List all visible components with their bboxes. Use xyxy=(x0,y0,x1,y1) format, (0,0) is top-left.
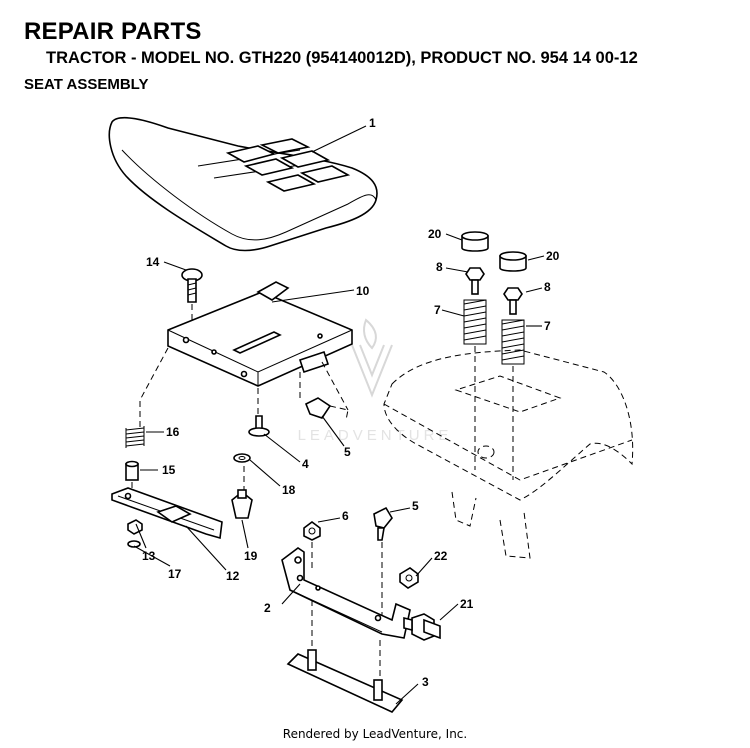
stud-plate xyxy=(286,649,404,713)
bolt-4 xyxy=(248,415,270,437)
callout-4: 4 xyxy=(302,457,309,471)
seat-spring-left xyxy=(463,299,487,345)
callout-22: 22 xyxy=(434,549,448,563)
fender-outline xyxy=(383,349,634,559)
seat-cushion xyxy=(108,116,378,252)
seat-pads xyxy=(225,138,351,192)
callout-21: 21 xyxy=(460,597,474,611)
callout-1: 1 xyxy=(369,116,376,130)
seat-mounting-plate xyxy=(167,281,353,411)
hex-nut-6 xyxy=(303,521,321,541)
hex-nut-22 xyxy=(399,567,419,589)
spacer-bushing xyxy=(125,460,139,481)
small-spring xyxy=(125,426,145,448)
callout-19: 19 xyxy=(244,549,258,563)
rubber-bushing-right xyxy=(499,251,527,272)
callout-15: 15 xyxy=(162,463,176,477)
callout-6: 6 xyxy=(342,509,349,523)
callout-7-right: 7 xyxy=(544,319,551,333)
callout-16: 16 xyxy=(166,425,180,439)
section-title: SEAT ASSEMBLY xyxy=(24,76,149,93)
adjustment-knob xyxy=(231,489,253,519)
hex-nut-13 xyxy=(127,519,143,535)
rubber-bushing-left xyxy=(461,231,489,252)
model-subtitle: TRACTOR - MODEL NO. GTH220 (954140012D),… xyxy=(46,49,638,67)
shoulder-bolt xyxy=(403,613,441,641)
callout-20-right: 20 xyxy=(546,249,560,263)
callout-7-left: 7 xyxy=(434,303,441,317)
clip-lower xyxy=(373,506,393,541)
callout-13: 13 xyxy=(142,549,156,563)
seat-spring-right xyxy=(501,319,525,365)
callout-8-right: 8 xyxy=(544,280,551,294)
seat-slide-bracket xyxy=(111,487,223,540)
callout-3: 3 xyxy=(422,675,429,689)
callout-5-upper: 5 xyxy=(344,445,351,459)
seat-bracket xyxy=(281,547,411,639)
callout-18: 18 xyxy=(282,483,296,497)
callout-numbers: 1 14 10 16 15 4 18 19 12 13 17 5 20 20 8… xyxy=(142,116,560,689)
callout-12: 12 xyxy=(226,569,240,583)
callout-14: 14 xyxy=(146,255,160,269)
callout-17: 17 xyxy=(168,567,182,581)
watermark-text: LEADVENTURE xyxy=(298,427,453,444)
page-title: REPAIR PARTS xyxy=(24,18,202,45)
watermark-logo: LEADVENTURE xyxy=(298,318,453,444)
callout-8-left: 8 xyxy=(436,260,443,274)
flange-bolt-left xyxy=(465,267,485,295)
callout-20-left: 20 xyxy=(428,227,442,241)
flat-washer-18 xyxy=(233,453,251,463)
washer-17 xyxy=(127,540,141,548)
footer-credit: Rendered by LeadVenture, Inc. xyxy=(282,727,468,741)
clip-upper xyxy=(304,397,332,419)
carriage-bolt xyxy=(181,268,203,303)
leader-lines xyxy=(133,125,545,705)
callout-10: 10 xyxy=(356,284,370,298)
callout-5-lower: 5 xyxy=(412,499,419,513)
callout-2: 2 xyxy=(264,601,271,615)
flange-bolt-right xyxy=(503,287,523,315)
